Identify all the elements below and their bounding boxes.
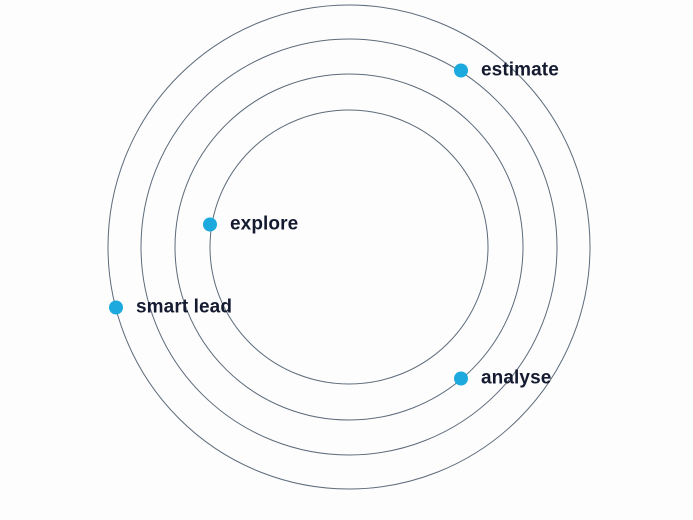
estimate-dot-icon: [454, 63, 468, 77]
analyse-dot-icon: [454, 371, 468, 385]
node-analyse[interactable]: analyse: [454, 369, 551, 388]
second-ring: [140, 38, 558, 456]
inner-ring: [209, 109, 489, 385]
smart-lead-label: smart lead: [136, 296, 233, 318]
node-explore[interactable]: explore: [203, 215, 298, 234]
outer-ring: [107, 4, 591, 490]
explore-dot-icon: [203, 217, 217, 231]
third-ring: [174, 73, 524, 421]
node-smart-lead[interactable]: smart lead: [109, 298, 232, 317]
explore-label: explore: [230, 213, 299, 235]
estimate-label: estimate: [481, 59, 559, 81]
analyse-label: analyse: [481, 367, 552, 389]
smart-lead-dot-icon: [109, 300, 123, 314]
node-estimate[interactable]: estimate: [454, 61, 559, 80]
